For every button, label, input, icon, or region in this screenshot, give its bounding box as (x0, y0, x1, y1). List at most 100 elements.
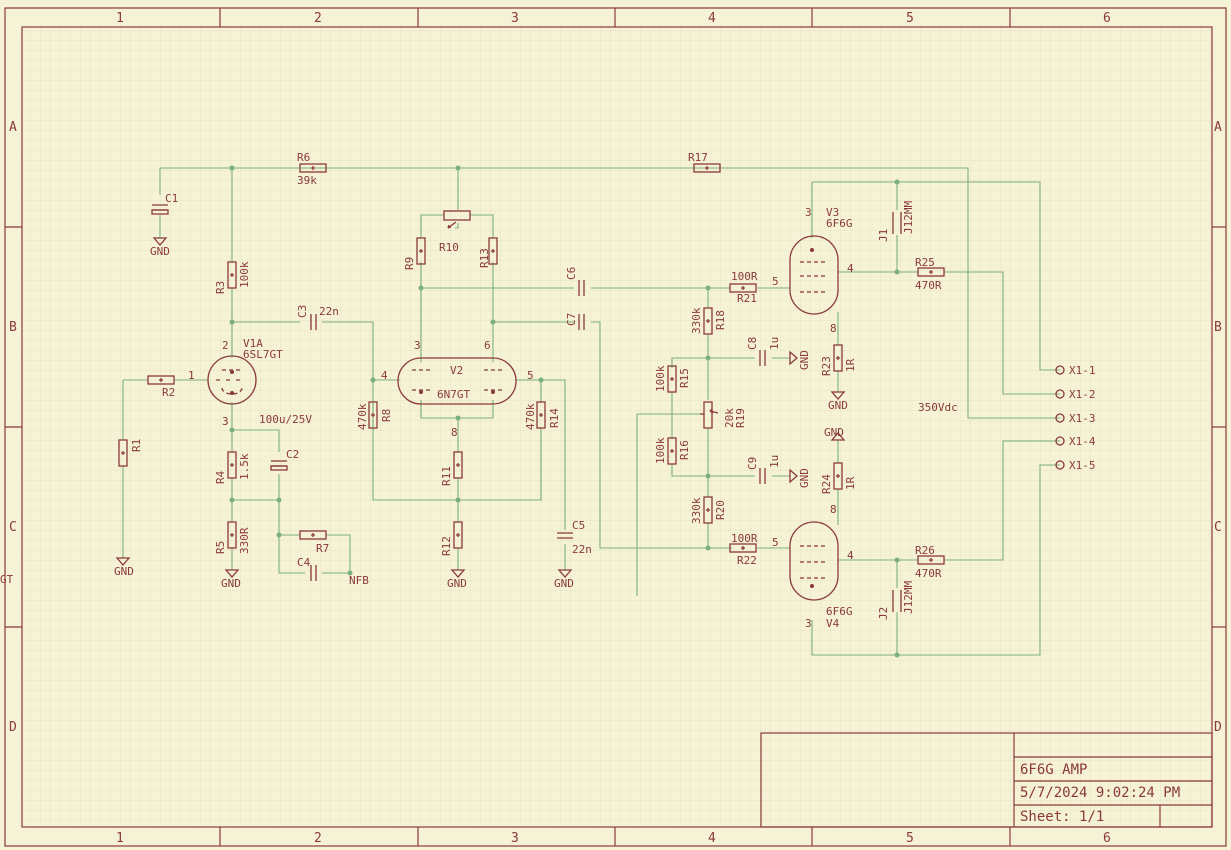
label-x1-4: X1-4 (1069, 435, 1096, 448)
label-r12: R12 (440, 536, 453, 556)
label-x1-5: X1-5 (1069, 459, 1096, 472)
title-block-datetime: 5/7/2024 9:02:24 PM (1020, 785, 1180, 801)
label-r11: R11 (440, 466, 453, 486)
label-c5-value: 22n (572, 543, 592, 556)
label-c9-value: 1u (768, 455, 781, 468)
label-v4-type: 6F6G (826, 605, 853, 618)
label-c1: C1 (165, 192, 178, 205)
resistor-r25 (917, 267, 945, 277)
label-r26: R26 (915, 544, 935, 557)
tube-v1a (207, 355, 257, 405)
row-label-right-b: B (1214, 320, 1222, 335)
resistor-r11 (453, 451, 463, 479)
capacitor-c3 (310, 314, 317, 330)
frame-labels: 1 2 3 4 5 6 1 2 3 4 5 6 A B C D A B C D … (0, 11, 1222, 846)
label-r18-value: 330k (690, 307, 703, 334)
junctions (229, 165, 900, 658)
resistor-r1 (118, 439, 128, 467)
jumper-j1 (892, 212, 902, 234)
col-label-top-3: 3 (511, 11, 519, 26)
label-v1a: V1A (243, 337, 263, 350)
col-label-top-4: 4 (708, 11, 716, 26)
label-r15-value: 100k (654, 365, 667, 392)
resistor-r22 (729, 543, 757, 553)
resistor-r20 (703, 496, 713, 524)
label-r24: R24 (820, 474, 833, 494)
label-v3: V3 (826, 206, 839, 219)
svg-text:4: 4 (381, 369, 388, 382)
tube-v2 (397, 357, 517, 405)
title-block-title: 6F6G AMP (1020, 762, 1087, 778)
label-r21: R21 (737, 292, 757, 305)
label-r3: R3 (214, 281, 227, 294)
label-r15: R15 (678, 368, 691, 388)
connector-x1-5 (1055, 460, 1065, 470)
label-r22: R22 (737, 554, 757, 567)
resistor-r6 (299, 163, 327, 173)
row-label-left-c: C (9, 520, 17, 535)
capacitor-c9 (759, 468, 766, 484)
svg-text:6: 6 (484, 339, 491, 352)
col-label-top-6: 6 (1103, 11, 1111, 26)
label-r4: R4 (214, 470, 227, 484)
label-c3-value: 22n (319, 305, 339, 318)
resistor-r5 (227, 521, 237, 549)
label-r8: R8 (380, 409, 393, 422)
label-r23-value: 1R (844, 358, 857, 372)
capacitor-c8 (759, 350, 766, 366)
potentiometer-r19 (703, 401, 713, 429)
label-c9: C9 (746, 457, 759, 470)
row-label-right-d: D (1214, 720, 1222, 735)
connector-x1-4 (1055, 436, 1065, 446)
resistor-r12 (453, 521, 463, 549)
col-label-top-2: 2 (314, 11, 322, 26)
col-label-bottom-3: 3 (511, 831, 519, 846)
label-c3: C3 (296, 305, 309, 318)
label-c2: C2 (286, 448, 299, 461)
label-r7: R7 (316, 542, 329, 555)
svg-text:1: 1 (188, 369, 195, 382)
label-v4: V4 (826, 617, 840, 630)
row-label-right-c: C (1214, 520, 1222, 535)
row-label-right-a: A (1214, 120, 1222, 135)
resistor-r16 (667, 437, 677, 465)
label-gnd-c9: GND (798, 468, 811, 488)
svg-text:3: 3 (414, 339, 421, 352)
resistor-r17 (693, 163, 721, 173)
label-r8-value: 470k (356, 403, 369, 430)
potentiometer-r10 (443, 210, 471, 221)
label-gnd-r24: GND (824, 426, 844, 439)
label-c5: C5 (572, 519, 585, 532)
label-350vdc: 350Vdc (918, 401, 958, 414)
resistor-r18 (703, 307, 713, 335)
capacitor-c5 (557, 532, 573, 539)
tube-v3 (789, 235, 839, 315)
resistor-r24 (833, 462, 843, 490)
resistor-r21 (729, 283, 757, 293)
label-j1: J1 (877, 229, 890, 242)
resistor-r23 (833, 344, 843, 372)
label-x1-2: X1-2 (1069, 388, 1096, 401)
wires (122, 167, 1060, 656)
resistor-r26 (917, 555, 945, 565)
label-r4-value: 1.5k (238, 453, 251, 480)
label-r26-value: 470R (915, 567, 942, 580)
label-r6-value: 39k (297, 174, 317, 187)
label-c2-value: 100u/25V (259, 413, 312, 426)
label-r14-value: 470k (524, 403, 537, 430)
label-r16: R16 (678, 440, 691, 460)
offsheet-text: GT (0, 573, 14, 586)
label-r18: R18 (714, 310, 727, 330)
label-gnd-r1: GND (114, 565, 134, 578)
tube-v4 (789, 521, 839, 601)
label-r25: R25 (915, 256, 935, 269)
capacitor-c4 (310, 565, 317, 581)
label-gnd-r12: GND (447, 577, 467, 590)
capacitor-c6 (578, 280, 585, 296)
svg-text:4: 4 (847, 549, 854, 562)
pin-numbers: 1 2 3 4 3 6 5 8 5 3 4 8 5 8 4 3 (188, 206, 854, 630)
label-r22-value: 100R (731, 532, 758, 545)
svg-text:3: 3 (805, 206, 812, 219)
svg-text:8: 8 (830, 503, 837, 516)
svg-text:3: 3 (805, 617, 812, 630)
